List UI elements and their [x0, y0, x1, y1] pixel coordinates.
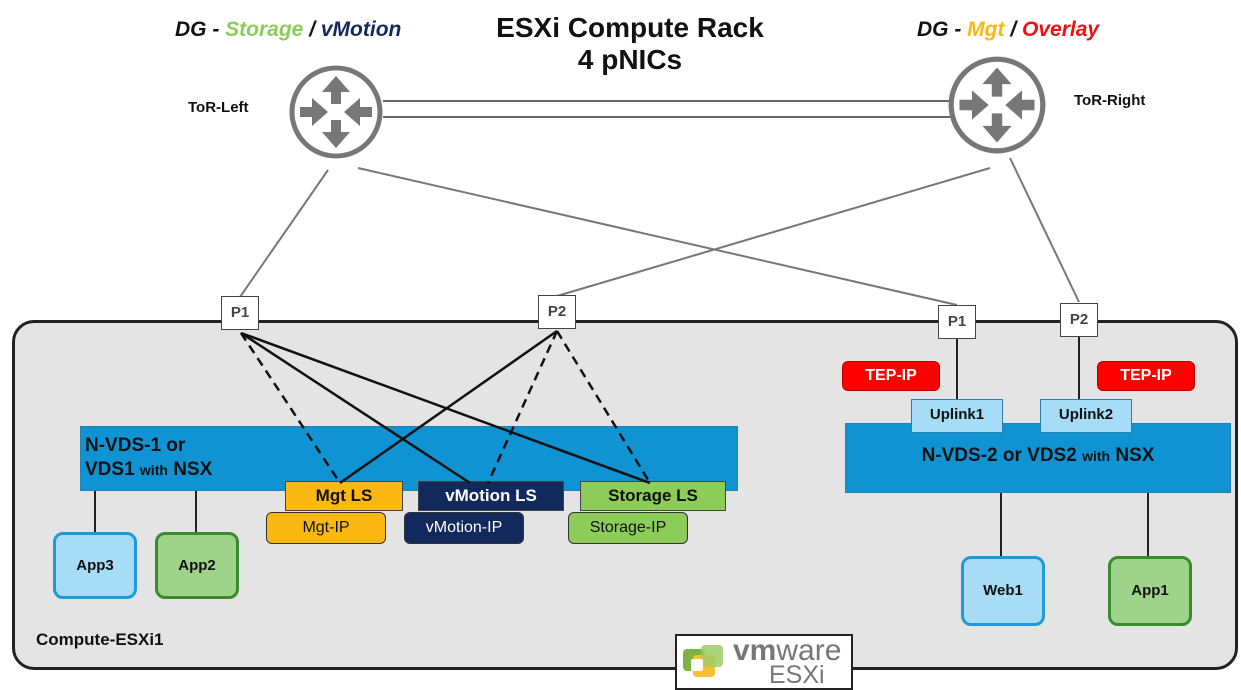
tep-ip-right: TEP-IP — [1097, 361, 1195, 391]
vmware-wordmark-vm: vm — [733, 634, 777, 667]
app3-vm: App3 — [53, 532, 137, 599]
vmware-wordmark-ware: ware — [776, 634, 842, 667]
mgt-ip: Mgt-IP — [266, 512, 386, 544]
vds2-label-with: with — [1082, 448, 1111, 464]
tor-left-router-icon — [289, 65, 383, 159]
vds2-label-nsx: NSX — [1110, 445, 1155, 466]
storage-ip: Storage-IP — [568, 512, 688, 544]
port-left-p2: P2 — [538, 295, 576, 329]
dg-right-slash: / — [1004, 18, 1023, 41]
dg-right-overlay: Overlay — [1022, 18, 1100, 41]
vds1-line2-with: with — [139, 462, 168, 478]
dg-right-prefix: DG - — [917, 18, 968, 41]
host-label: Compute-ESXi1 — [36, 630, 164, 649]
title-line-2: 4 pNICs — [577, 44, 683, 75]
mgt-ls: Mgt LS — [285, 481, 403, 511]
web1-vm: Web1 — [961, 556, 1045, 626]
dg-right-label: DG - Mgt / Overlay — [917, 18, 1099, 42]
port-left-p1: P1 — [221, 296, 259, 330]
app1-vm: App1 — [1108, 556, 1192, 626]
tep-ip-left: TEP-IP — [842, 361, 940, 391]
dg-left-label: DG - Storage / vMotion — [175, 18, 401, 42]
port-right-p1: P1 — [938, 305, 976, 339]
uplink2: Uplink2 — [1040, 399, 1132, 433]
vds1-line2: VDS1 with NSX — [85, 458, 212, 482]
vmotion-ip: vMotion-IP — [404, 512, 524, 544]
dg-left-prefix: DG - — [175, 18, 226, 41]
vds2-label: N-VDS-2 or VDS2 with NSX — [846, 445, 1230, 467]
uplink1: Uplink1 — [911, 399, 1003, 433]
diagram-title: ESXi Compute Rack 4 pNICs — [470, 12, 790, 76]
app2-vm: App2 — [155, 532, 239, 599]
dg-left-slash: / — [303, 18, 321, 41]
vsphere-logo-icon — [683, 645, 723, 677]
dg-left-storage: Storage — [225, 18, 304, 41]
dg-right-mgt: Mgt — [967, 18, 1005, 41]
vds1-line2-nsx: NSX — [167, 459, 213, 480]
esxi-wordmark: ESXi — [769, 661, 825, 689]
dg-left-vmotion: vMotion — [320, 18, 402, 41]
storage-ls: Storage LS — [580, 481, 726, 511]
tor-right-label: ToR-Right — [1074, 92, 1146, 109]
vds1-switch: N-VDS-1 or VDS1 with NSX — [80, 426, 738, 491]
vds2-label-a: N-VDS-2 or VDS2 — [921, 445, 1083, 466]
vds1-line2-a: VDS1 — [85, 459, 140, 480]
vds1-line1: N-VDS-1 or — [85, 435, 186, 456]
vmotion-ls: vMotion LS — [418, 481, 564, 511]
vmware-esxi-logo: vmware ESXi — [675, 634, 853, 690]
port-right-p2: P2 — [1060, 303, 1098, 337]
vmware-wordmark: vmware — [733, 636, 841, 666]
title-line-1: ESXi Compute Rack — [496, 12, 764, 43]
vds2-switch: N-VDS-2 or VDS2 with NSX — [845, 423, 1231, 493]
tor-right-router-icon — [948, 56, 1046, 154]
tor-left-label: ToR-Left — [188, 99, 249, 116]
